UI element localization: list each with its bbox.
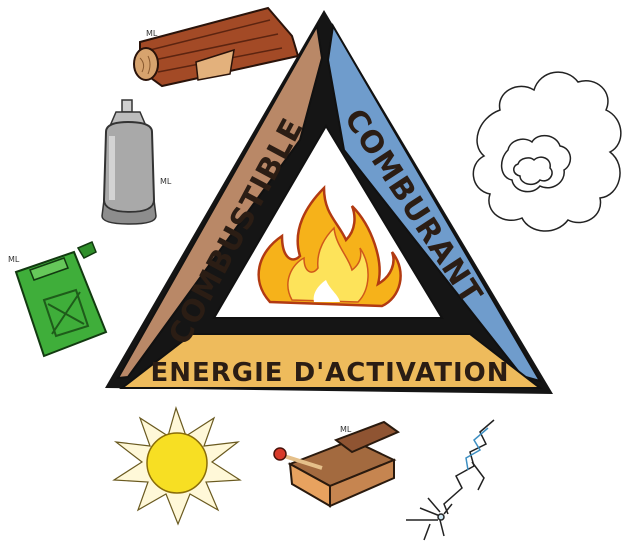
energie-label: ENERGIE D'ACTIVATION xyxy=(150,358,509,388)
artist-signature: ML xyxy=(160,177,172,186)
sun-icon xyxy=(112,406,242,526)
gas-cylinder-icon: ML xyxy=(101,99,172,225)
matchbox-icon: ML xyxy=(273,420,401,508)
combustible-side xyxy=(116,23,324,380)
energie-side xyxy=(119,333,543,389)
wood-log-icon: ML xyxy=(133,6,300,88)
artist-signature: ML xyxy=(146,29,158,38)
jerrycan-icon: ML xyxy=(8,241,108,358)
fire-flame-icon xyxy=(257,184,402,308)
fire-triangle xyxy=(105,10,553,394)
lightning-spark-icon xyxy=(406,419,495,541)
artist-signature: ML xyxy=(340,425,352,434)
artist-signature: ML xyxy=(8,255,20,264)
air-cloud-icon xyxy=(472,71,622,232)
comburant-side xyxy=(326,23,543,383)
